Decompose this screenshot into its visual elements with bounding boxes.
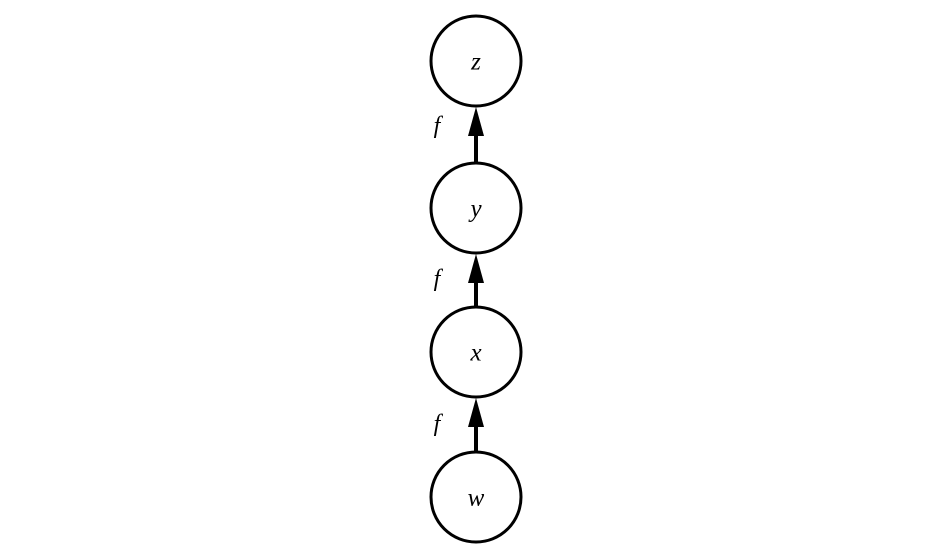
- node-circle[interactable]: [429, 450, 523, 544]
- graph-edge: f: [434, 398, 484, 452]
- arrowhead-icon: [468, 107, 484, 136]
- arrowhead-icon: [468, 398, 484, 427]
- node-label: z: [470, 49, 481, 76]
- graph-edge: f: [434, 107, 484, 163]
- graph-node-w[interactable]: w: [429, 450, 523, 544]
- nodes-layer: z y x w: [429, 14, 523, 544]
- graph-node-z[interactable]: z: [429, 14, 523, 108]
- edge-label: f: [434, 113, 444, 139]
- edge-label: f: [434, 266, 444, 292]
- arrowhead-icon: [468, 254, 484, 283]
- node-circle[interactable]: [429, 14, 523, 108]
- edges-layer: f f f: [434, 107, 484, 452]
- graph-node-x[interactable]: x: [429, 305, 523, 399]
- graph-node-y[interactable]: y: [429, 161, 523, 255]
- node-circle[interactable]: [429, 305, 523, 399]
- node-label: w: [468, 485, 485, 512]
- graph-edge: f: [434, 254, 484, 307]
- node-circle[interactable]: [429, 161, 523, 255]
- edge-label: f: [434, 411, 444, 437]
- node-label: y: [467, 196, 482, 223]
- node-label: x: [469, 340, 481, 367]
